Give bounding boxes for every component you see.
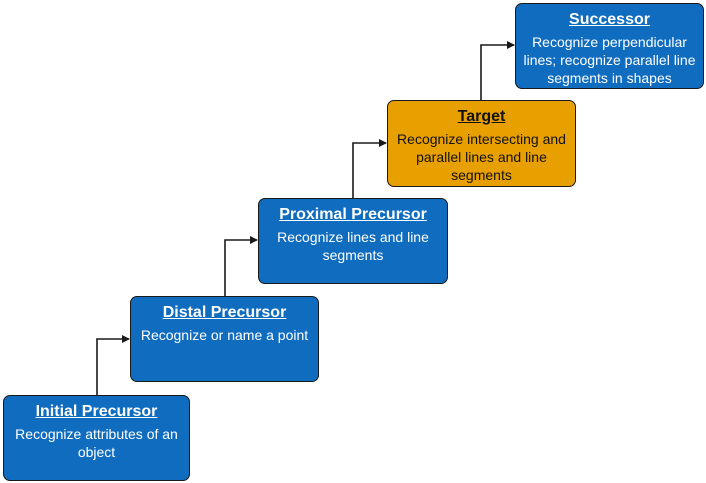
step-box-proximal: Proximal Precursor Recognize lines and l… — [258, 198, 448, 284]
step-description-successor: Recognize perpendicular lines; recognize… — [523, 34, 696, 86]
step-box-initial: Initial Precursor Recognize attributes o… — [3, 395, 190, 481]
step-title-initial: Initial Precursor — [35, 403, 158, 420]
arrow-initial-to-distal — [96, 335, 130, 395]
arrow-target-to-successor — [480, 41, 515, 100]
step-box-distal: Distal Precursor Recognize or name a poi… — [130, 296, 319, 382]
step-box-successor: Successor Recognize perpendicular lines;… — [515, 3, 704, 89]
step-box-target: Target Recognize intersecting and parall… — [387, 100, 576, 187]
step-title-proximal: Proximal Precursor — [279, 206, 427, 223]
step-title-successor: Successor — [569, 11, 650, 28]
step-title-distal: Distal Precursor — [162, 304, 287, 321]
arrow-distal-to-proximal — [224, 236, 258, 296]
step-description-proximal: Recognize lines and line segments — [277, 229, 429, 263]
step-description-initial: Recognize attributes of an object — [15, 426, 178, 460]
step-title-target: Target — [457, 108, 506, 125]
arrow-proximal-to-target — [352, 139, 387, 198]
step-description-target: Recognize intersecting and parallel line… — [397, 131, 566, 183]
step-description-distal: Recognize or name a point — [140, 327, 309, 343]
